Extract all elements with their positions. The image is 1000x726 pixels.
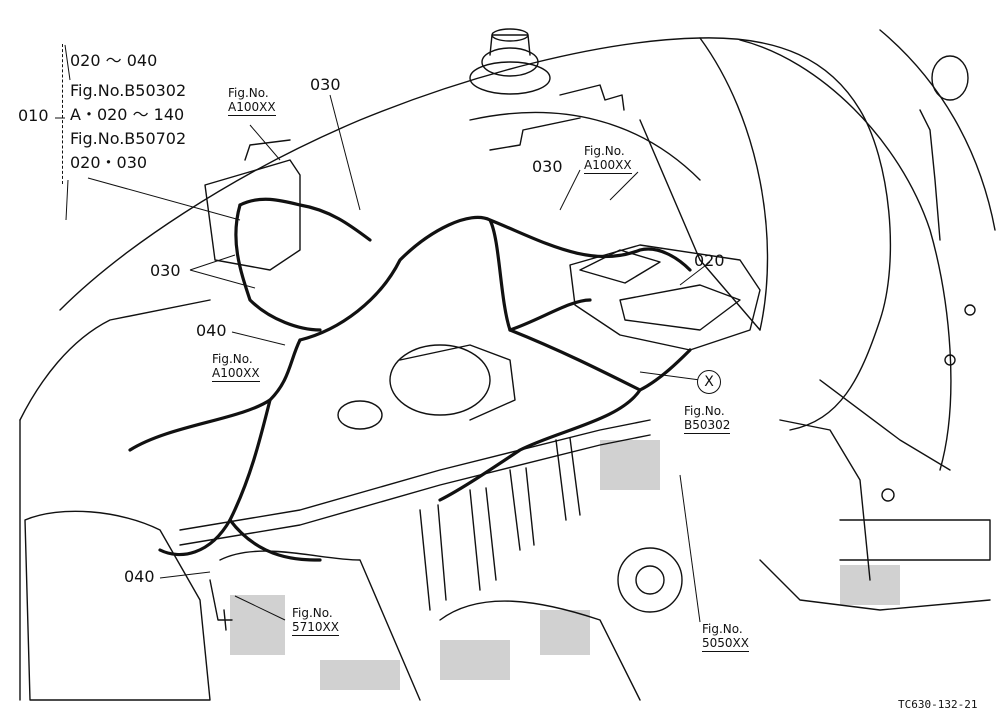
injectors	[419, 437, 581, 611]
part-number-030-top: 030	[310, 75, 341, 94]
part-number-010: 010	[18, 106, 49, 125]
body-lower-left	[19, 299, 211, 421]
fig-ref-a100xx-right: Fig.No. A100XX	[584, 144, 632, 174]
part-number-030-right: 030	[532, 157, 563, 176]
fig-ref-5710xx: Fig.No. 5710XX	[292, 606, 339, 636]
part-number-040-mid: 040	[196, 321, 227, 340]
fig-ref-5050xx: Fig.No. 5050XX	[702, 622, 749, 652]
callout-bracket	[62, 44, 69, 184]
part-number-020: 020	[694, 251, 725, 270]
part-number-040-bottom: 040	[124, 567, 155, 586]
fig-label: Fig.No.	[292, 606, 333, 620]
fig-code: 5050XX	[702, 636, 749, 652]
fig-label: Fig.No.	[228, 86, 269, 100]
pump-unit	[389, 344, 491, 416]
ecu-unit	[569, 244, 761, 351]
hatch-patches	[230, 440, 900, 690]
callout-line-2: Fig.No.B50302	[70, 81, 187, 100]
fig-code: A100XX	[584, 158, 632, 174]
connector-marker-x: X	[697, 370, 721, 394]
fig-ref-b50302: Fig.No. B50302	[684, 404, 731, 434]
fig-code: 5710XX	[292, 620, 339, 636]
bracket-plate	[204, 159, 301, 271]
grille-outline	[24, 510, 211, 701]
fig-ref-a100xx-left: Fig.No. A100XX	[212, 352, 260, 382]
fig-label: Fig.No.	[212, 352, 253, 366]
filler-cap	[481, 47, 539, 77]
fig-label: Fig.No.	[684, 404, 725, 418]
fig-code: A100XX	[228, 100, 276, 116]
fender-right	[739, 39, 952, 471]
callout-line-3: A・020 ～ 140	[70, 105, 185, 124]
hood-outline	[59, 37, 892, 431]
alternator	[617, 547, 683, 613]
callout-line-4: Fig.No.B50702	[70, 129, 187, 148]
fig-code: A100XX	[212, 366, 260, 382]
fig-label: Fig.No.	[702, 622, 743, 636]
wire-harness	[128, 197, 692, 562]
fig-code: B50302	[684, 418, 731, 434]
fig-ref-a100xx-top: Fig.No. A100XX	[228, 86, 276, 116]
shift-lever	[919, 109, 941, 241]
callout-line-1: 020 ～ 040	[70, 51, 158, 70]
fig-label: Fig.No.	[584, 144, 625, 158]
fuel-rail	[179, 419, 651, 531]
part-number-030-left: 030	[150, 261, 181, 280]
callout-line-5: 020・030	[70, 153, 148, 172]
fender-far-right	[879, 29, 996, 231]
drawing-code: TC630-132-21	[898, 698, 978, 711]
